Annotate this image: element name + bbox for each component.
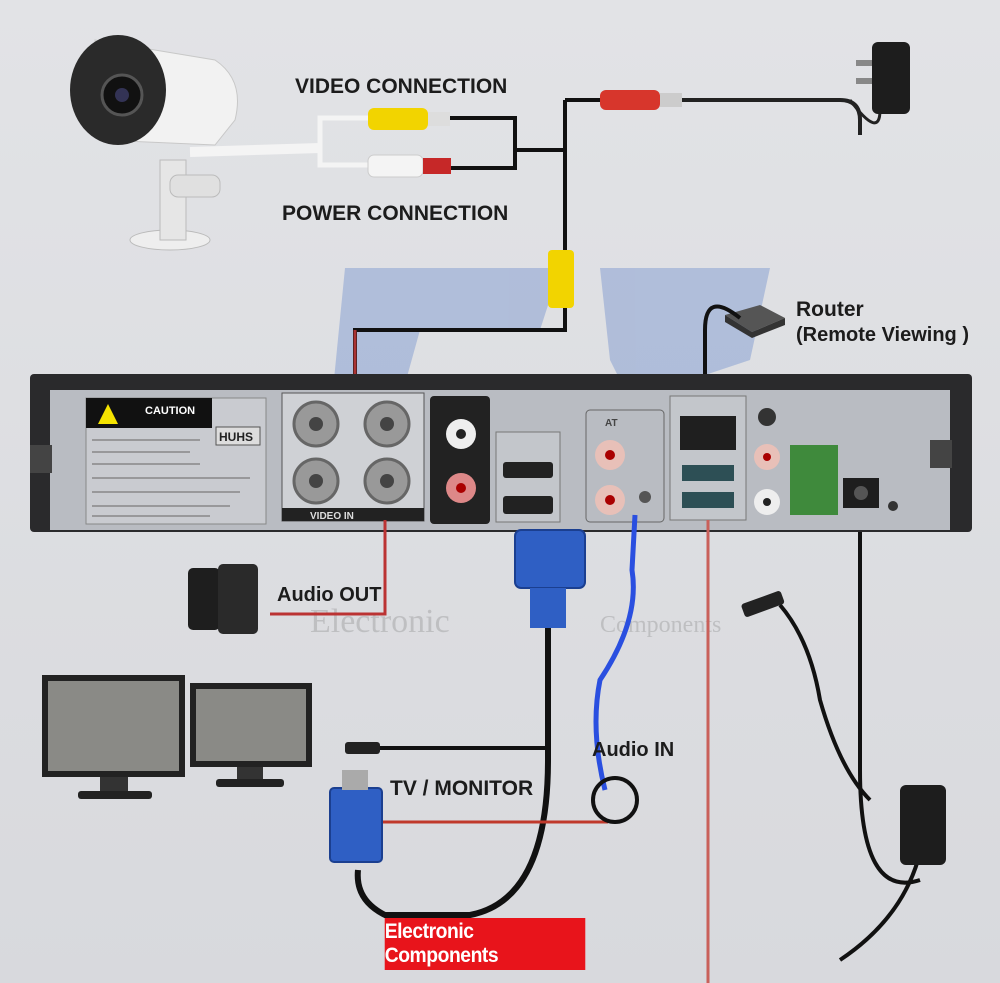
cert-mark: HUHS	[219, 430, 253, 444]
ethernet-port[interactable]	[680, 416, 736, 450]
white-power-plug	[367, 154, 424, 178]
audio-section-text: AT	[605, 418, 618, 429]
red-power-plug	[600, 90, 660, 110]
audio-in-label: Audio IN	[592, 739, 674, 761]
camera-cables	[189, 98, 882, 405]
usb-port-1[interactable]	[682, 465, 734, 481]
rs485-terminal	[790, 445, 838, 515]
caution-text: CAUTION	[145, 405, 195, 417]
power-adapter-top	[856, 42, 910, 114]
dvr-recorder: CAUTION HUHS VIDEO IN AT	[30, 374, 972, 532]
hdmi-port[interactable]	[503, 462, 553, 478]
watermark-text-right: Components	[600, 612, 721, 638]
vga-port[interactable]	[503, 496, 553, 514]
vga-plug	[329, 770, 383, 863]
router	[703, 304, 785, 420]
cctv-camera	[70, 35, 238, 251]
watermark-text-left: Electronic	[310, 603, 450, 640]
usb-port-2[interactable]	[682, 492, 734, 508]
lower-cables	[270, 514, 921, 983]
hdmi-plug	[514, 529, 586, 628]
audio-in-microphone	[591, 776, 639, 824]
audio-out-label: Audio OUT	[277, 584, 381, 606]
remote-viewing-label: (Remote Viewing )	[796, 324, 969, 346]
yellow-rca-plug	[368, 108, 428, 130]
brand-banner: Electronic Components	[384, 918, 586, 970]
yellow-inline-connector	[548, 250, 574, 308]
monitors	[42, 675, 312, 799]
speakers	[188, 564, 258, 634]
warning-icon	[98, 404, 118, 424]
video-in-text: VIDEO IN	[310, 511, 354, 522]
dc-plug	[741, 591, 785, 617]
usb-plug	[345, 742, 380, 754]
router-label: Router	[796, 298, 864, 321]
video-connection-label: VIDEO CONNECTION	[295, 75, 507, 98]
power-connection-label: POWER CONNECTION	[282, 202, 508, 225]
tv-monitor-label: TV / MONITOR	[390, 777, 533, 800]
power-adapter-bottom	[900, 785, 946, 865]
